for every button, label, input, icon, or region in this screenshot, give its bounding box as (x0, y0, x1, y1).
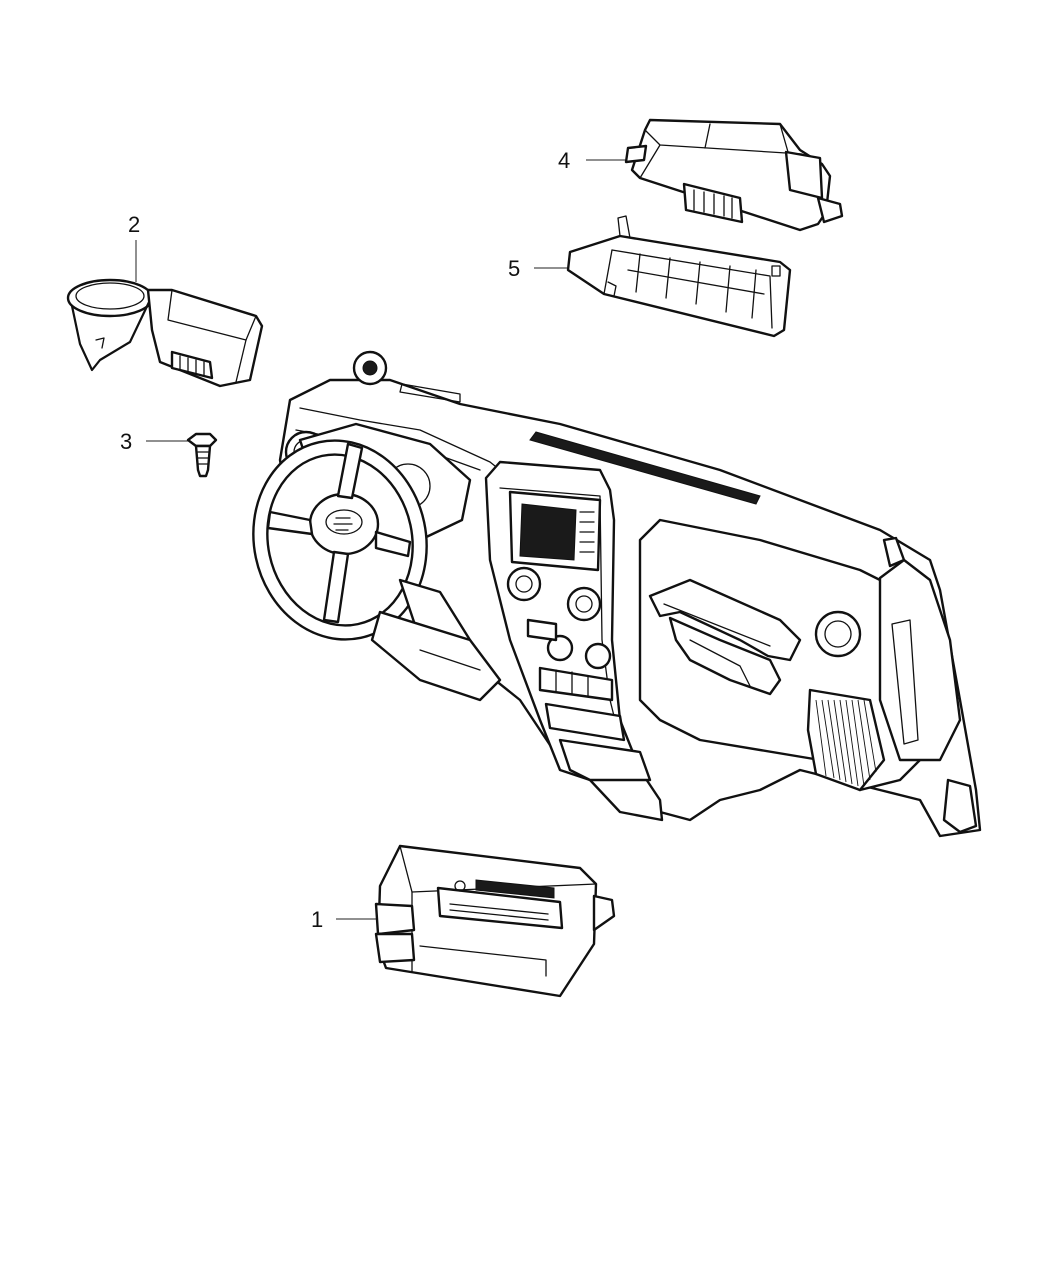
part-5-bracket (566, 215, 792, 338)
part-4-module (624, 118, 844, 232)
dashboard-instrument-panel (252, 350, 982, 838)
callout-4-number: 4 (558, 148, 570, 173)
callout-1[interactable]: 1 (311, 907, 386, 932)
callout-5-number: 5 (508, 256, 520, 281)
callout-3-number: 3 (120, 429, 132, 454)
callout-2-number: 2 (128, 212, 140, 237)
callout-2[interactable]: 2 (128, 212, 140, 282)
part-3-bolt (186, 432, 218, 478)
speaker-grille-hatch (815, 699, 877, 787)
callout-1-number: 1 (311, 907, 323, 932)
part-2-sensor-module (66, 278, 264, 388)
part-1-module (374, 844, 616, 998)
callout-3[interactable]: 3 (120, 429, 190, 454)
